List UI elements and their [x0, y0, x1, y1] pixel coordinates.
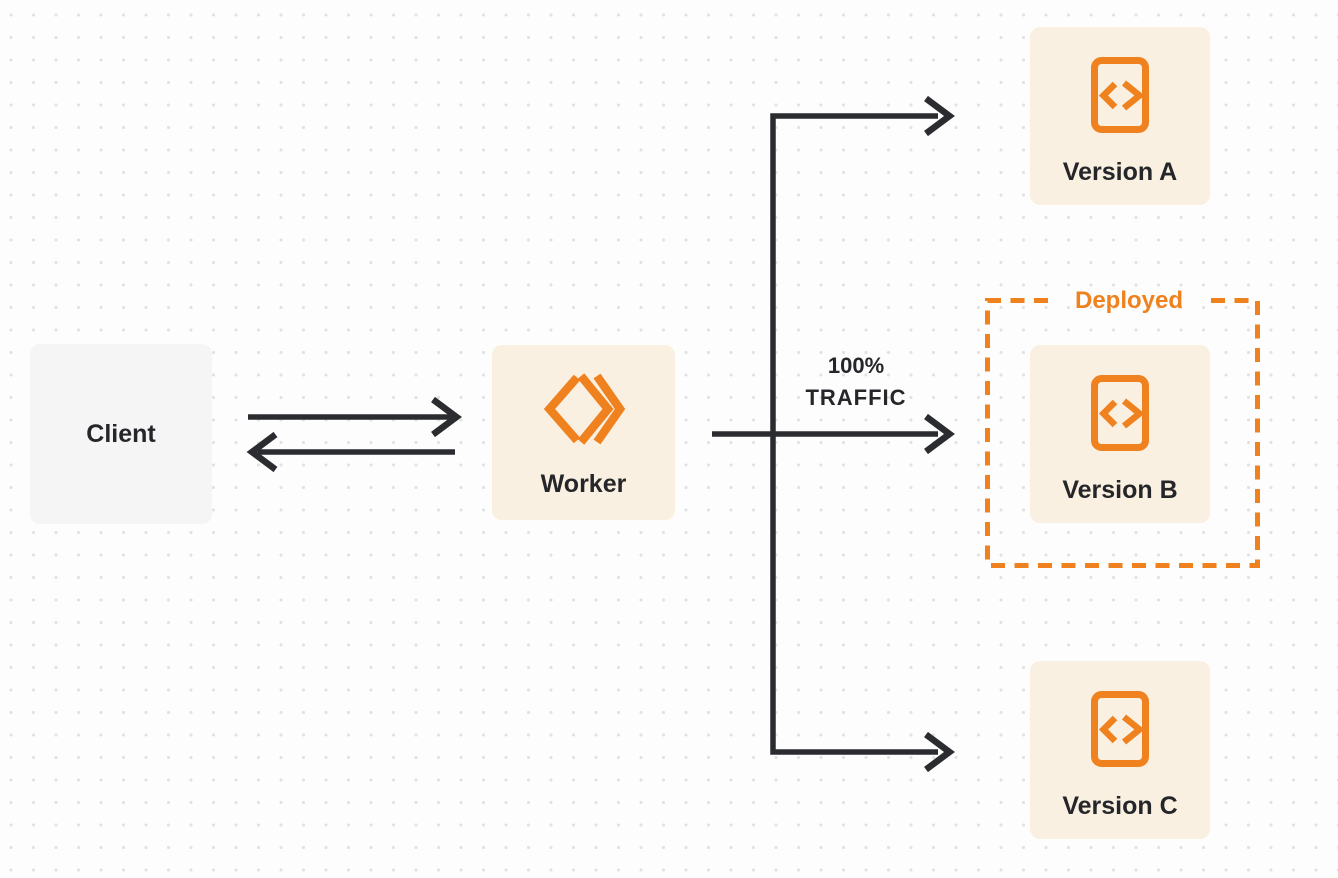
traffic-annotation: 100% TRAFFIC: [786, 350, 926, 414]
version-a-node: Version A: [1030, 27, 1210, 205]
version-c-node-label: Version C: [1062, 792, 1178, 820]
double-chevron-diamond-icon: [543, 373, 625, 445]
worker-node: Worker: [492, 345, 675, 520]
version-b-node-label: Version B: [1062, 476, 1178, 504]
arrow-worker-to-client: [246, 431, 455, 473]
deployed-dashed-border: [985, 298, 1260, 568]
arrow-to-version-c: [924, 731, 955, 773]
client-node: Client: [30, 344, 212, 524]
code-file-icon: [1091, 57, 1149, 133]
code-file-icon: [1091, 375, 1149, 451]
deployed-tag: Deployed: [1074, 287, 1184, 314]
traffic-word-text: TRAFFIC: [805, 385, 907, 410]
traffic-percent-text: 100%: [827, 353, 885, 378]
client-node-label: Client: [86, 420, 156, 448]
arrow-client-to-worker: [248, 396, 462, 438]
arrow-to-version-a: [924, 95, 955, 137]
code-file-icon: [1091, 691, 1149, 767]
version-a-node-label: Version A: [1062, 158, 1178, 186]
arrow-to-version-b: [712, 413, 955, 455]
version-b-node: Version B: [1030, 345, 1210, 523]
version-c-node: Version C: [1030, 661, 1210, 839]
worker-node-label: Worker: [540, 470, 627, 498]
